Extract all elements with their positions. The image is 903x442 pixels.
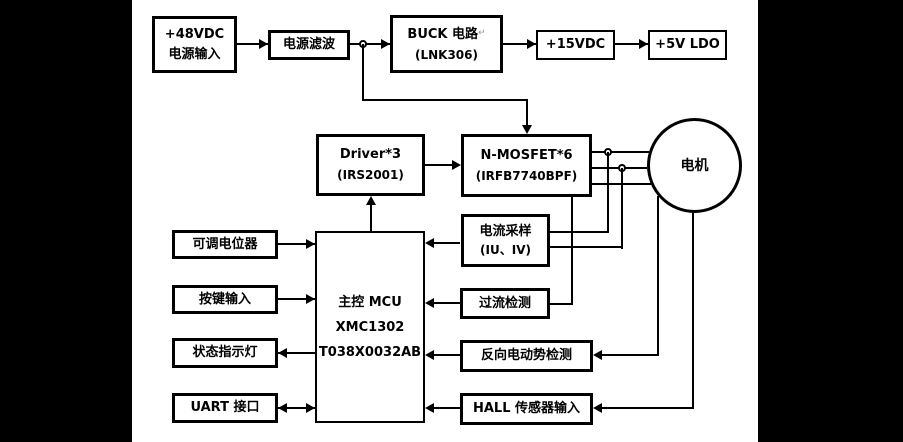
buck-title: BUCK 电路 (407, 27, 479, 42)
power-input-line2: 电源输入 (168, 46, 221, 62)
block-5v-ldo: +5V LDO (648, 30, 727, 60)
block-mosfet: N-MOSFET*6 (IRFB7740BPF) (461, 134, 592, 197)
arrowhead-into-uart (278, 403, 287, 413)
5v-ldo-label: +5V LDO (655, 37, 720, 52)
arrowhead-hall-into-mcu (425, 403, 434, 413)
block-motor: 电机 (647, 118, 742, 213)
conn-mcu-driver (370, 205, 372, 231)
mcu-line2: XMC1302 (335, 319, 405, 335)
15vdc-label: +15VDC (545, 37, 606, 52)
block-overcurrent: 过流检测 (460, 288, 550, 319)
arrowhead-pot-into-mcu (306, 239, 315, 249)
driver-line1: Driver*3 (339, 147, 402, 162)
block-power-input: +48VDC 电源输入 (152, 16, 237, 73)
block-power-filter: 电源滤波 (268, 30, 350, 60)
arrowhead-sampling-into-mcu (425, 238, 434, 248)
buck-line1: BUCK 电路↵ (407, 23, 485, 45)
arrowhead-into-mosfet-left (452, 160, 461, 170)
conn-motor-hall-horizontal (602, 407, 693, 409)
arrowhead-into-backemf (593, 350, 602, 360)
arrowhead-into-hall (593, 403, 602, 413)
conn-phasev-down (621, 168, 623, 249)
block-back-emf: 反向电动势检测 (460, 340, 593, 372)
block-current-sampling: 电流采样 (IU、IV) (461, 214, 550, 267)
current-sampling-line1: 电流采样 (479, 223, 532, 239)
power-input-line1: +48VDC (164, 26, 225, 42)
conn-uart-mcu (278, 407, 315, 409)
conn-bus-vertical (362, 44, 364, 101)
status-led-label: 状态指示灯 (192, 345, 258, 360)
arrowhead-into-15vdc (527, 39, 536, 49)
overcurrent-label: 过流检测 (478, 295, 531, 311)
block-status-led: 状态指示灯 (172, 338, 278, 368)
conn-driver-mosfet (425, 164, 452, 166)
key-input-label: 按键输入 (198, 291, 251, 307)
conn-phaseu-down (607, 152, 609, 233)
conn-phasev-into-sampling (550, 246, 622, 248)
arrowhead-into-filter (259, 39, 268, 49)
paragraph-return-mark: ↵ (478, 28, 486, 38)
diagram-canvas (132, 0, 758, 442)
conn-motor-hall-vertical (692, 213, 694, 409)
hall-sensor-label: HALL 传感器输入 (472, 401, 581, 416)
arrowhead-into-led (278, 348, 287, 358)
conn-mcu-led (278, 352, 315, 354)
conn-overcurrent-mcu (434, 302, 460, 304)
phase-line-u (592, 151, 649, 153)
mosfet-line1: N-MOSFET*6 (480, 147, 573, 163)
mcu-line1: 主控 MCU (338, 294, 402, 310)
conn-powerinput-filter (237, 43, 268, 45)
conn-filter-buck (350, 43, 390, 45)
conn-hall-mcu (434, 407, 460, 409)
arrowhead-into-mosfet-top (522, 125, 532, 134)
arrowhead-key-into-mcu (306, 294, 315, 304)
current-sampling-line2: (IU、IV) (480, 242, 531, 257)
arrowhead-backemf-into-mcu (425, 350, 434, 360)
arrowhead-into-driver-bottom (366, 196, 376, 205)
conn-into-overcurrent (550, 303, 572, 305)
potentiometer-label: 可调电位器 (192, 236, 258, 252)
arrowhead-into-5vldo (639, 39, 648, 49)
back-emf-label: 反向电动势检测 (480, 348, 572, 363)
block-potentiometer: 可调电位器 (172, 230, 278, 259)
mcu-line3: T038X0032AB (318, 344, 422, 360)
block-mcu: 主控 MCU XMC1302 T038X0032AB (315, 231, 425, 423)
block-buck: BUCK 电路↵ (LNK306) (390, 15, 503, 73)
conn-mosfet-down (571, 197, 573, 305)
conn-phaseu-into-sampling (550, 231, 608, 233)
conn-pot-mcu (278, 243, 315, 245)
arrowhead-into-buck (381, 39, 390, 49)
conn-backemf-mcu (434, 354, 460, 356)
buck-line2: (LNK306) (414, 48, 478, 62)
block-key-input: 按键输入 (172, 285, 278, 314)
conn-bus-into-mosfet (526, 100, 528, 125)
block-hall-sensor: HALL 传感器输入 (460, 393, 593, 425)
block-uart: UART 接口 (172, 393, 278, 423)
conn-buck-15vdc (503, 43, 536, 45)
motor-label: 电机 (680, 157, 709, 174)
conn-bus-horizontal (362, 99, 528, 101)
block-15vdc: +15VDC (536, 30, 615, 60)
conn-15vdc-5vldo (615, 43, 648, 45)
uart-label: UART 接口 (190, 400, 260, 415)
conn-motor-backemf-vertical (657, 196, 659, 356)
conn-sampling-mcu (434, 242, 460, 244)
mosfet-line2: (IRFB7740BPF) (475, 168, 578, 183)
block-driver: Driver*3 (IRS2001) (316, 134, 425, 196)
conn-key-mcu (278, 298, 315, 300)
arrowhead-overcurrent-into-mcu (425, 298, 434, 308)
power-filter-label: 电源滤波 (282, 37, 335, 52)
conn-motor-backemf-horizontal (602, 354, 658, 356)
driver-line2: (IRS2001) (337, 168, 404, 182)
arrowhead-uart-into-mcu (306, 403, 315, 413)
